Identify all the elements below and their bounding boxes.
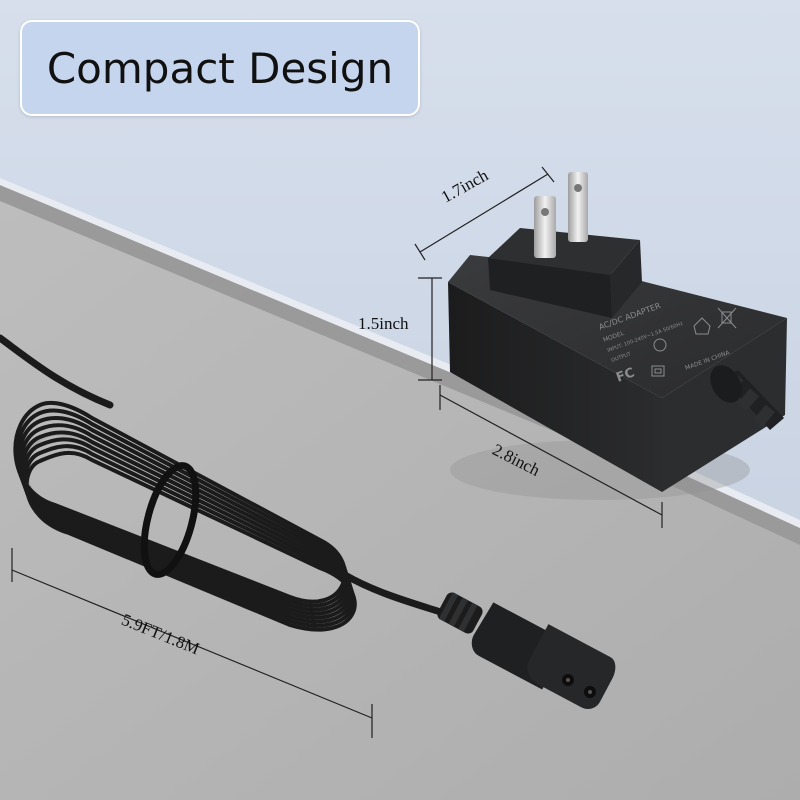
certification-icons [651, 307, 737, 377]
dimension-label-height: 1.5inch [358, 314, 409, 333]
ledge-top [0, 178, 800, 528]
house-mark-icon [693, 317, 711, 335]
plug-prong-left-icon [534, 196, 556, 258]
floor-surface [0, 197, 800, 800]
plug-base-top [488, 228, 640, 275]
plug-base-side [610, 240, 642, 318]
dimension-lines [11, 166, 663, 738]
cable-tie [140, 462, 200, 578]
ul-mark-icon [653, 338, 667, 352]
plug-prong-right-icon [568, 172, 588, 242]
dc-connector [437, 592, 616, 709]
title-banner: Compact Design [20, 20, 420, 116]
dim-line-cable [11, 569, 373, 719]
dim-line-length [439, 394, 663, 516]
ledge-edge [0, 185, 800, 545]
adapter-side-face [662, 318, 787, 492]
plug-base-front [488, 258, 612, 318]
coiled-cable [0, 334, 454, 632]
double-square-icon [651, 365, 665, 377]
fcc-mark: FC [614, 365, 636, 385]
adapter-front-face [448, 282, 662, 492]
page-title: Compact Design [46, 43, 394, 93]
dim-line-width [419, 173, 549, 253]
adapter-strain-relief [710, 365, 784, 430]
weee-bin-icon [717, 307, 737, 329]
